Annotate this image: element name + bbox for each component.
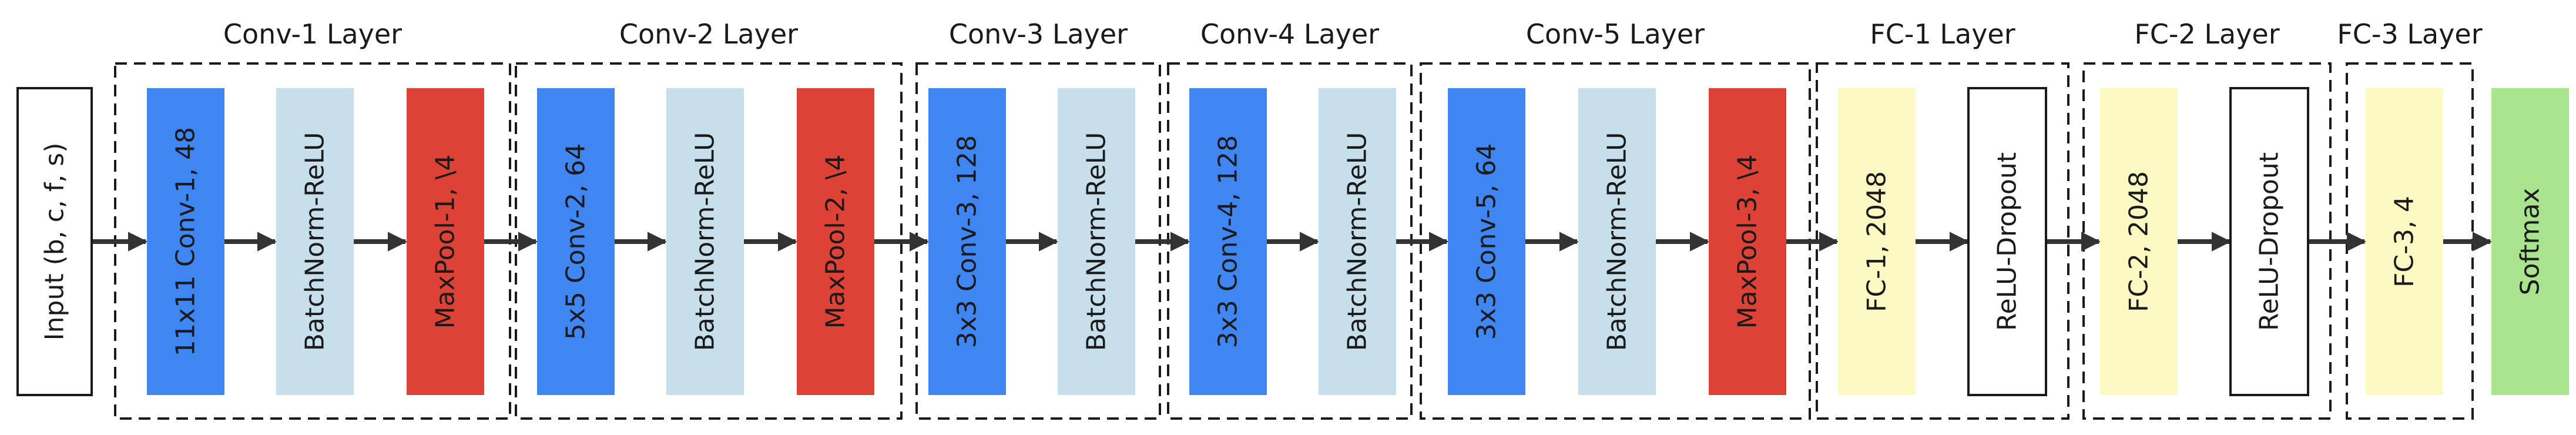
block-batchnorm-relu-label: BatchNorm-ReLU [1082,132,1112,352]
block-11x11-conv-1-48: 11x11 Conv-1, 48 [147,88,224,395]
block-input-b-c-f-s: Input (b, c, f, s) [16,87,93,396]
block-batchnorm-relu: BatchNorm-ReLU [276,88,354,395]
block-fc-3-4-box [2366,88,2443,395]
block-maxpool-1-4-label: MaxPool-1, \4 [431,155,461,329]
block-fc-1-2048: FC-1, 2048 [1838,88,1916,395]
block-softmax-box [2491,88,2569,395]
block-batchnorm-relu-box [276,88,354,395]
block-relu-dropout-label: ReLU-Dropout [2255,152,2285,331]
block-11x11-conv-1-48-label: 11x11 Conv-1, 48 [171,127,201,356]
block-batchnorm-relu-box [1319,88,1396,395]
block-3x3-conv-4-128-label: 3x3 Conv-4, 128 [1213,135,1243,348]
block-batchnorm-relu-label: BatchNorm-ReLU [1602,132,1632,352]
block-batchnorm-relu-box [666,88,744,395]
group-conv-3-layer-title: Conv-3 Layer [949,18,1128,50]
block-3x3-conv-5-64-box [1448,88,1525,395]
block-relu-dropout-box [2229,87,2309,396]
block-fc-1-2048-box [1838,88,1916,395]
block-relu-dropout-box [1967,87,2047,396]
block-3x3-conv-3-128: 3x3 Conv-3, 128 [928,88,1006,395]
block-3x3-conv-3-128-label: 3x3 Conv-3, 128 [952,135,982,348]
block-3x3-conv-4-128: 3x3 Conv-4, 128 [1189,88,1267,395]
block-fc-1-2048-label: FC-1, 2048 [1862,171,1892,312]
block-fc-2-2048-label: FC-2, 2048 [2124,171,2154,312]
block-5x5-conv-2-64-box [537,88,615,395]
block-relu-dropout: ReLU-Dropout [2229,87,2309,396]
block-maxpool-1-4-box [407,88,484,395]
group-fc-3-layer-title: FC-3 Layer [2337,18,2482,50]
block-3x3-conv-4-128-box [1189,88,1267,395]
block-3x3-conv-5-64-label: 3x3 Conv-5, 64 [1472,143,1502,340]
group-conv-1-layer-title: Conv-1 Layer [223,18,402,50]
block-input-b-c-f-s-label: Input (b, c, f, s) [40,143,70,341]
block-maxpool-3-4-box [1709,88,1786,395]
block-maxpool-2-4: MaxPool-2, \4 [797,88,874,395]
block-11x11-conv-1-48-box [147,88,224,395]
block-maxpool-3-4-label: MaxPool-3, \4 [1733,155,1763,329]
group-conv-2-layer-title: Conv-2 Layer [619,18,798,50]
block-batchnorm-relu: BatchNorm-ReLU [666,88,744,395]
block-maxpool-3-4: MaxPool-3, \4 [1709,88,1786,395]
block-batchnorm-relu-label: BatchNorm-ReLU [690,132,720,352]
group-fc-2-layer-title: FC-2 Layer [2134,18,2279,50]
block-batchnorm-relu-label: BatchNorm-ReLU [300,132,330,352]
block-maxpool-2-4-label: MaxPool-2, \4 [821,155,851,329]
block-batchnorm-relu: BatchNorm-ReLU [1319,88,1396,395]
block-relu-dropout-label: ReLU-Dropout [1993,152,2022,331]
block-5x5-conv-2-64: 5x5 Conv-2, 64 [537,88,615,395]
block-batchnorm-relu-box [1058,88,1135,395]
block-fc-2-2048: FC-2, 2048 [2100,88,2178,395]
block-softmax-label: Softmax [2515,188,2545,296]
block-batchnorm-relu-label: BatchNorm-ReLU [1343,132,1373,352]
group-conv-4-layer-title: Conv-4 Layer [1200,18,1379,50]
block-fc-2-2048-box [2100,88,2178,395]
block-3x3-conv-3-128-box [928,88,1006,395]
block-fc-3-4-label: FC-3, 4 [2390,196,2420,287]
block-batchnorm-relu-box [1578,88,1656,395]
block-maxpool-1-4: MaxPool-1, \4 [407,88,484,395]
group-fc-1-layer-title: FC-1 Layer [1870,18,2015,50]
block-batchnorm-relu: BatchNorm-ReLU [1578,88,1656,395]
block-softmax: Softmax [2491,88,2569,395]
block-3x3-conv-5-64: 3x3 Conv-5, 64 [1448,88,1525,395]
block-maxpool-2-4-box [797,88,874,395]
block-fc-3-4: FC-3, 4 [2366,88,2443,395]
group-conv-5-layer-title: Conv-5 Layer [1526,18,1705,50]
block-batchnorm-relu: BatchNorm-ReLU [1058,88,1135,395]
block-5x5-conv-2-64-label: 5x5 Conv-2, 64 [561,143,591,340]
block-input-b-c-f-s-box [16,87,93,396]
block-relu-dropout: ReLU-Dropout [1967,87,2047,396]
